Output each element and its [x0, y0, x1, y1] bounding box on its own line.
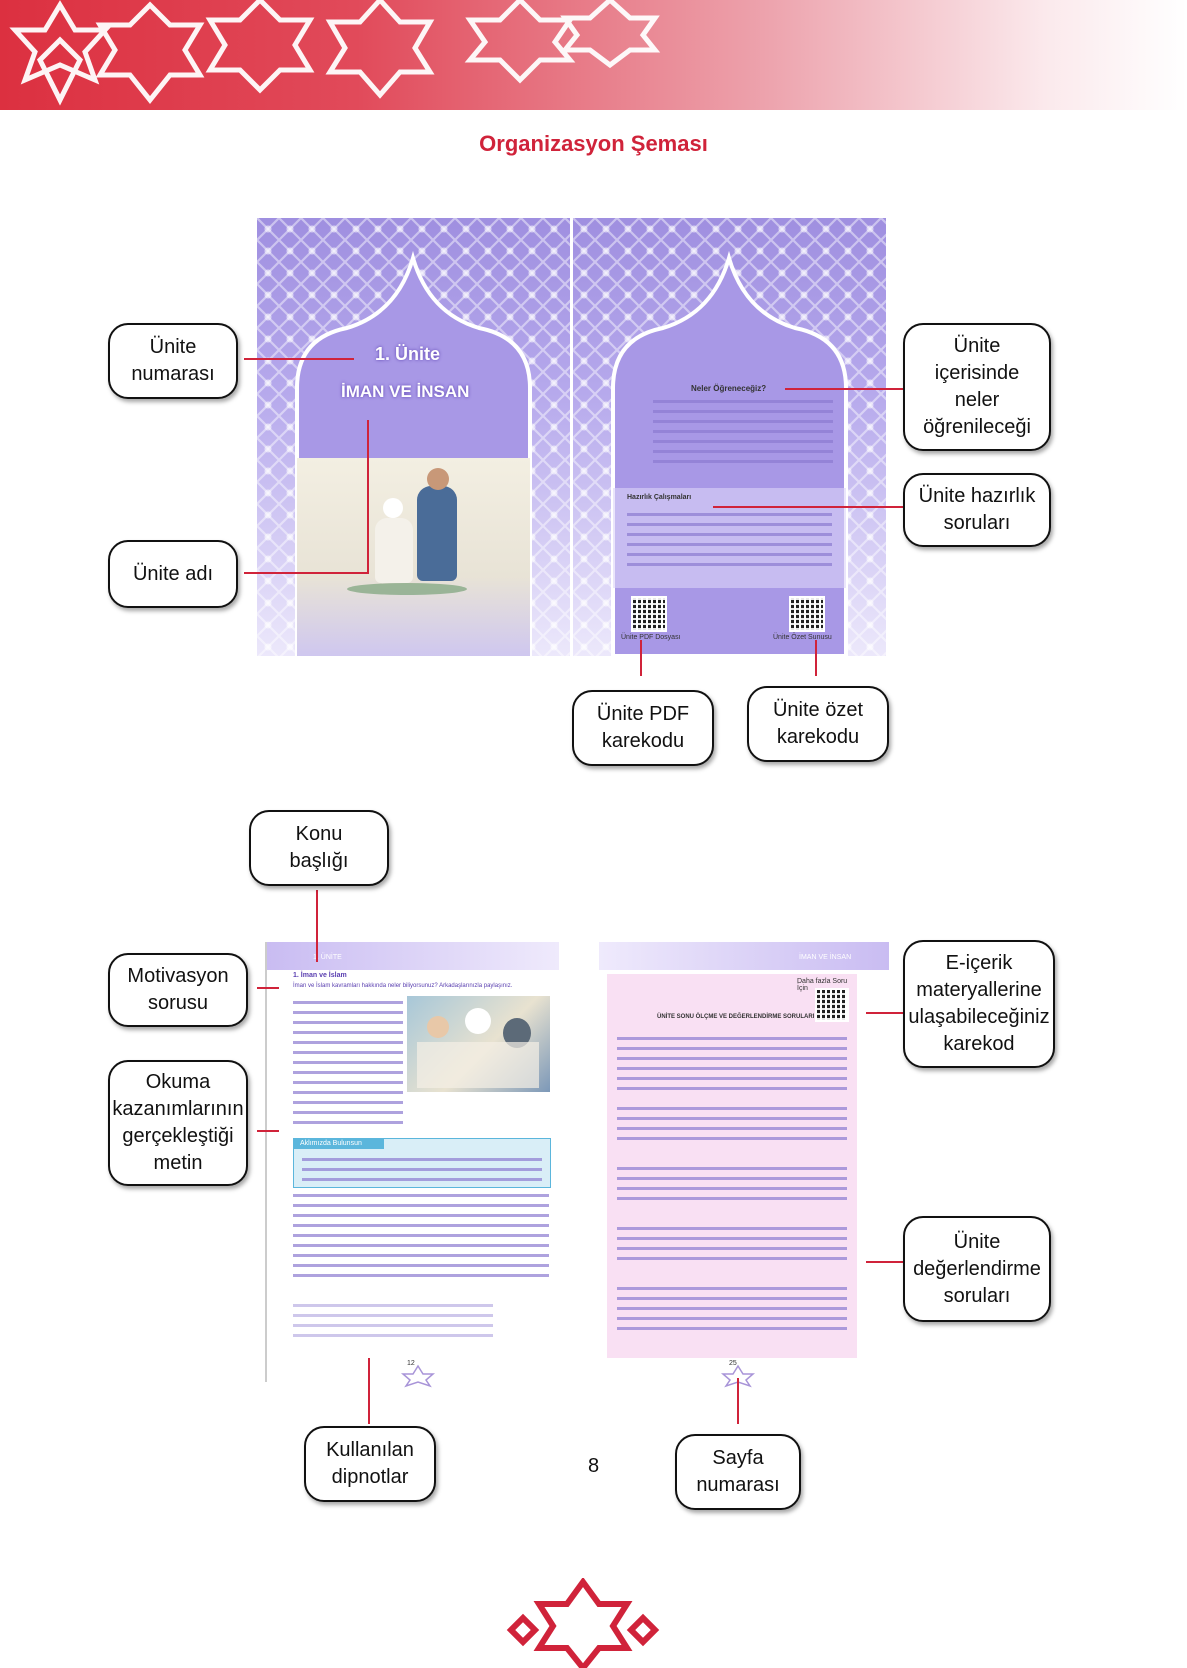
- unit-intro-page: Neler Öğreneceğiz? Hazırlık Çalışmaları …: [573, 218, 886, 656]
- callout-page-number: Sayfa numarası: [675, 1434, 801, 1510]
- bottom-star-ornament-icon: [506, 1578, 660, 1668]
- callout-summary-qr: Ünite özet karekodu: [747, 686, 889, 762]
- connector-line: [368, 1358, 370, 1424]
- assessment-page: İMAN VE İNSAN Daha fazla Soru İçin ÜNİTE…: [599, 942, 889, 1382]
- callout-motivation: Motivasyon sorusu: [108, 953, 248, 1027]
- motivation-question: İman ve İslam kavramları hakkında neler …: [293, 983, 513, 989]
- callout-learning-list: Ünite içerisinde neler öğrenileceği: [903, 323, 1051, 451]
- e-content-qr-icon[interactable]: [815, 988, 849, 1022]
- learn-heading: Neler Öğreneceğiz?: [691, 384, 767, 393]
- connector-line: [257, 1130, 279, 1132]
- connector-line: [257, 987, 279, 989]
- learn-list: [653, 393, 833, 470]
- prep-heading: Hazırlık Çalışmaları: [627, 494, 692, 501]
- connector-line: [737, 1378, 739, 1424]
- lesson-page: 1. ÜNİTE 1. İman ve İslam İman ve İslam …: [265, 942, 559, 1382]
- lesson-page-number: 12: [407, 1360, 415, 1367]
- connector-line: [244, 358, 354, 360]
- callout-unit-name: Ünite adı: [108, 540, 238, 608]
- connector-line: [815, 640, 817, 676]
- page-number: 8: [587, 1455, 600, 1477]
- callout-footnotes: Kullanılan dipnotlar: [304, 1426, 436, 1502]
- connector-line: [367, 420, 369, 574]
- unit-cover-page: 1. Ünite İMAN VE İNSAN: [257, 218, 570, 656]
- prep-box: Hazırlık Çalışmaları: [613, 488, 846, 588]
- connector-line: [866, 1012, 903, 1014]
- lesson-header: 1. ÜNİTE: [313, 954, 342, 961]
- qr-left-label: Ünite PDF Dosyası: [621, 634, 681, 641]
- unit-name: İMAN VE İNSAN: [341, 382, 470, 401]
- unit-pdf-qr-icon[interactable]: [631, 596, 667, 632]
- connector-line: [244, 572, 369, 574]
- unit-number: 1. Ünite: [375, 344, 441, 364]
- lesson-header-bar: 1. ÜNİTE: [267, 942, 559, 970]
- assessment-header-bar: İMAN VE İNSAN: [599, 942, 889, 970]
- connector-line: [713, 506, 903, 508]
- callout-topic-title: Konu başlığı: [249, 810, 389, 886]
- info-box: Aklımızda Bulunsun: [293, 1138, 551, 1188]
- assessment-header: İMAN VE İNSAN: [799, 954, 852, 961]
- connector-line: [866, 1261, 903, 1263]
- callout-prep-questions: Ünite hazırlık soruları: [903, 473, 1051, 547]
- callout-pdf-qr: Ünite PDF karekodu: [572, 690, 714, 766]
- callout-reading-text: Okuma kazanımlarının gerçekleştiği metin: [108, 1060, 248, 1186]
- info-box-heading: Aklımızda Bulunsun: [300, 1140, 362, 1147]
- assessment-page-number: 25: [729, 1360, 737, 1367]
- connector-line: [640, 640, 642, 676]
- questions-panel: Daha fazla Soru İçin ÜNİTE SONU ÖLÇME VE…: [607, 974, 857, 1358]
- page-title: Organizasyon Şeması: [479, 131, 708, 156]
- connector-line: [316, 890, 318, 962]
- cover-photo: [297, 458, 530, 656]
- callout-e-content-qr: E-içerik materyallerine ulaşabileceğiniz…: [903, 940, 1055, 1068]
- more-questions-label: Daha fazla Soru İçin: [797, 978, 848, 992]
- topic-title: 1. İman ve İslam: [293, 972, 347, 979]
- lesson-photo: [407, 996, 550, 1092]
- star-pattern-decoration: [9, 0, 661, 106]
- callout-unit-number: Ünite numarası: [108, 323, 238, 399]
- star-ornament-icon: [400, 1364, 436, 1388]
- assessment-title: ÜNİTE SONU ÖLÇME VE DEĞERLENDİRME SORULA…: [657, 1014, 815, 1020]
- qr-right-label: Ünite Özet Sunusu: [773, 634, 832, 641]
- unit-summary-qr-icon[interactable]: [789, 596, 825, 632]
- connector-line: [785, 388, 903, 390]
- top-banner: [0, 0, 1187, 110]
- callout-assessment: Ünite değerlendirme soruları: [903, 1216, 1051, 1322]
